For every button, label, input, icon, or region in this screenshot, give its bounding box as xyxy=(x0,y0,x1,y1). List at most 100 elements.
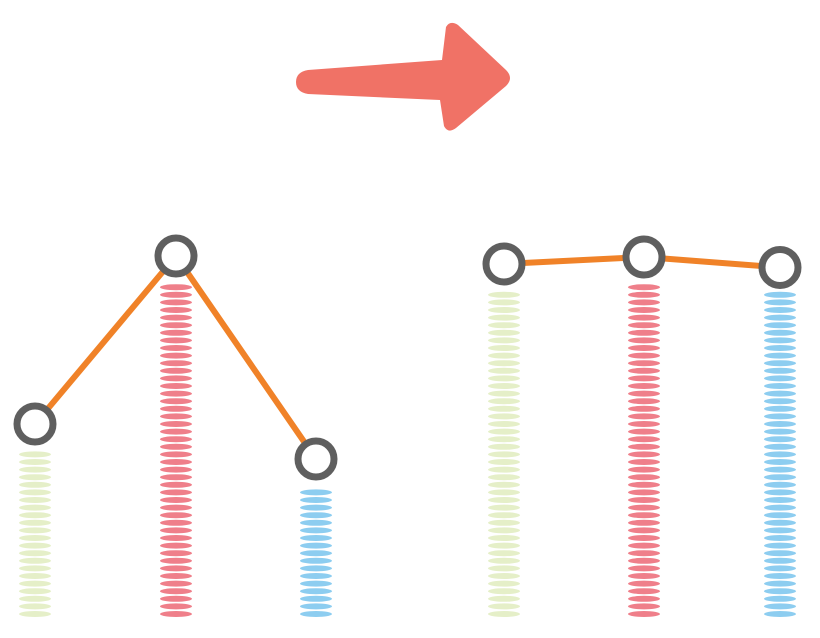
node-green xyxy=(482,242,526,286)
column-segment xyxy=(488,497,520,503)
column-segment xyxy=(160,322,192,329)
column-segment xyxy=(488,428,520,435)
column-segment xyxy=(628,489,660,496)
column-segment xyxy=(160,291,192,298)
column-segment xyxy=(19,535,51,541)
column-segment xyxy=(160,413,192,420)
column-segment xyxy=(764,603,796,610)
right-arrow-icon xyxy=(296,22,510,131)
column-segment xyxy=(160,352,192,359)
column-segment xyxy=(488,299,520,306)
column-segment xyxy=(488,504,520,511)
column-segment xyxy=(488,421,520,427)
column-segment xyxy=(764,299,796,306)
column-segment xyxy=(764,375,796,382)
column-segment xyxy=(160,611,192,617)
column-segment xyxy=(628,383,660,389)
column-segment xyxy=(488,527,520,534)
column-segment xyxy=(19,573,51,579)
column-segment xyxy=(764,527,796,534)
column-segment xyxy=(764,519,796,526)
column-segment xyxy=(160,307,192,313)
column-segment xyxy=(488,390,520,397)
column-segment xyxy=(628,421,660,427)
column-segment xyxy=(488,481,520,488)
column-segment xyxy=(628,451,660,458)
column-segment xyxy=(488,307,520,313)
column-segment xyxy=(160,299,192,306)
column-segment xyxy=(488,314,520,321)
column-segment xyxy=(19,474,51,481)
column-segment xyxy=(488,519,520,526)
column-segment xyxy=(628,352,660,359)
column-segment xyxy=(300,580,332,587)
column-segment xyxy=(628,519,660,526)
column-segment xyxy=(764,337,796,344)
column-segment xyxy=(160,398,192,405)
column-segment xyxy=(300,611,332,617)
column-segment xyxy=(764,595,796,602)
column-segment xyxy=(19,580,51,587)
column-segment xyxy=(160,405,192,412)
column-segment xyxy=(488,352,520,359)
column-segment xyxy=(628,428,660,435)
column-segment xyxy=(488,542,520,549)
column-segment xyxy=(300,588,332,595)
column-segment xyxy=(160,459,192,465)
column-segment xyxy=(488,595,520,602)
column-segment xyxy=(488,466,520,473)
column-segment xyxy=(628,550,660,557)
column-segment xyxy=(488,383,520,389)
column-segment xyxy=(628,345,660,351)
column-segment xyxy=(160,474,192,481)
column-segment xyxy=(488,588,520,595)
column-segment xyxy=(160,428,192,435)
column-segment xyxy=(764,443,796,450)
column-segment xyxy=(764,383,796,389)
column-segment xyxy=(764,557,796,564)
column-segment xyxy=(628,603,660,610)
column-segment xyxy=(764,428,796,435)
column-segment xyxy=(19,542,51,549)
column-segment xyxy=(764,367,796,374)
column-segment xyxy=(160,489,192,496)
column-segment xyxy=(160,573,192,579)
column-segment xyxy=(488,535,520,541)
column-segment xyxy=(19,611,51,617)
column-segment xyxy=(764,314,796,321)
column-segment xyxy=(628,527,660,534)
column-segment xyxy=(160,337,192,344)
column-segment xyxy=(19,466,51,473)
column-segment xyxy=(488,550,520,557)
column-segment xyxy=(628,588,660,595)
column-segment xyxy=(19,588,51,595)
column-segment xyxy=(160,565,192,572)
column-segment xyxy=(160,595,192,602)
column-segment xyxy=(160,421,192,427)
column-segment xyxy=(628,512,660,519)
column-segment xyxy=(300,595,332,602)
column-segment xyxy=(160,360,192,367)
connector-line xyxy=(641,254,783,271)
column-segment xyxy=(300,504,332,511)
connector-line xyxy=(501,254,647,267)
column-segment xyxy=(300,603,332,610)
column-segment xyxy=(488,443,520,450)
column-segment xyxy=(488,291,520,298)
column-segment xyxy=(160,329,192,336)
column-segment xyxy=(160,527,192,534)
column-segment xyxy=(488,345,520,351)
column-blue xyxy=(300,489,332,617)
column-segment xyxy=(160,588,192,595)
column-segment xyxy=(764,504,796,511)
column-red xyxy=(160,284,192,617)
column-segment xyxy=(764,474,796,481)
column-segment xyxy=(764,436,796,443)
right-arrow-shape xyxy=(296,22,510,131)
column-segment xyxy=(764,329,796,336)
column-segment xyxy=(160,535,192,541)
column-segment xyxy=(488,603,520,610)
column-segment xyxy=(488,565,520,572)
